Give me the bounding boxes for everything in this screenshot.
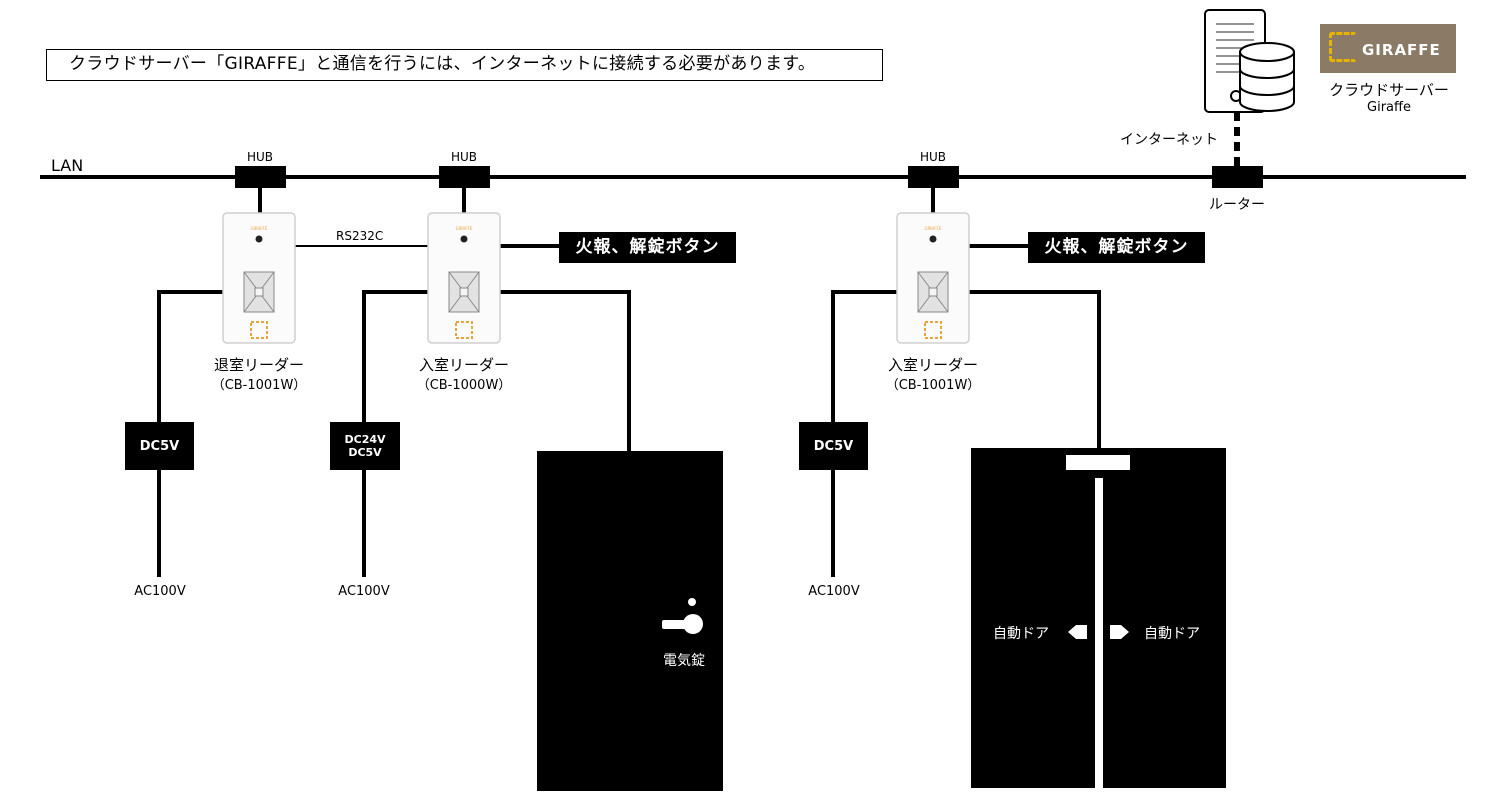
power-supply-2-line-1: DC24V (344, 433, 386, 446)
reader-device-2: GIRAFFE (427, 212, 501, 344)
svg-text:GIRAFFE: GIRAFFE (925, 226, 942, 231)
autodoor-wire (968, 290, 1101, 449)
reader-device-1: GIRAFFE (222, 212, 296, 344)
fire-unlock-button-2: 火報、解錠ボタン (1028, 232, 1205, 263)
svg-text:GIRAFFE: GIRAFFE (251, 226, 268, 231)
power-supply-3-line-1: DC5V (813, 438, 854, 454)
reader-1-model: （CB-1001W） (211, 378, 307, 393)
auto-door-label-left: 自動ドア (993, 626, 1049, 642)
power-wire-2 (362, 290, 428, 422)
reader-2-name: 入室リーダー (418, 356, 510, 374)
lock-dot-icon (688, 598, 696, 606)
auto-door-sensor (1066, 455, 1130, 470)
hub-3 (908, 166, 959, 188)
database-icon (1239, 42, 1295, 112)
power-supply-2: DC24V DC5V (330, 422, 400, 470)
hub-2-label: HUB (450, 150, 478, 164)
reader-1-name: 退室リーダー (213, 356, 305, 374)
hub-1-label: HUB (246, 150, 274, 164)
reader-device-3: GIRAFFE (896, 212, 970, 344)
fire-unlock-button-1: 火報、解錠ボタン (559, 232, 736, 263)
reader-3-name: 入室リーダー (887, 356, 979, 374)
arrow-right-icon (1110, 625, 1129, 639)
svg-text:GIRAFFE: GIRAFFE (456, 226, 473, 231)
ac-input-3: AC100V (808, 584, 860, 599)
hub-3-label: HUB (919, 150, 947, 164)
power-supply-2-line-2: DC5V (348, 446, 382, 459)
logo-text: GIRAFFE (1362, 41, 1441, 59)
rs232c-label: RS232C (336, 229, 384, 243)
hub-1 (235, 166, 286, 188)
lock-wire (499, 290, 631, 451)
reader-2-model: （CB-1000W） (416, 378, 512, 393)
power-supply-1: DC5V (125, 422, 194, 470)
router-label: ルーター (1209, 197, 1265, 213)
auto-door-right (1103, 448, 1226, 788)
internet-label: インターネット (1120, 132, 1218, 148)
giraffe-g-icon (1329, 32, 1357, 62)
auto-door-left (971, 448, 1095, 788)
electric-lock-label: 電気錠 (663, 653, 705, 669)
door-handle-icon (662, 614, 703, 634)
ac-input-1: AC100V (134, 584, 186, 599)
router (1212, 166, 1263, 188)
giraffe-logo: GIRAFFE (1320, 24, 1456, 73)
auto-door-label-right: 自動ドア (1144, 626, 1200, 642)
hub-2 (439, 166, 490, 188)
lan-label: LAN (51, 156, 84, 175)
notice-banner: クラウドサーバー「GIRAFFE」と通信を行うには、インターネットに接続する必要… (46, 49, 883, 81)
cloud-server-subtitle: Giraffe (1367, 100, 1411, 115)
power-wire-1 (157, 290, 223, 422)
reader-3-model: （CB-1001W） (885, 378, 981, 393)
power-wire-3 (831, 290, 897, 422)
arrow-left-icon (1068, 625, 1087, 639)
power-supply-1-line-1: DC5V (139, 438, 180, 454)
ac-input-2: AC100V (338, 584, 390, 599)
power-supply-3: DC5V (799, 422, 868, 470)
cloud-server-title: クラウドサーバー (1329, 81, 1449, 99)
